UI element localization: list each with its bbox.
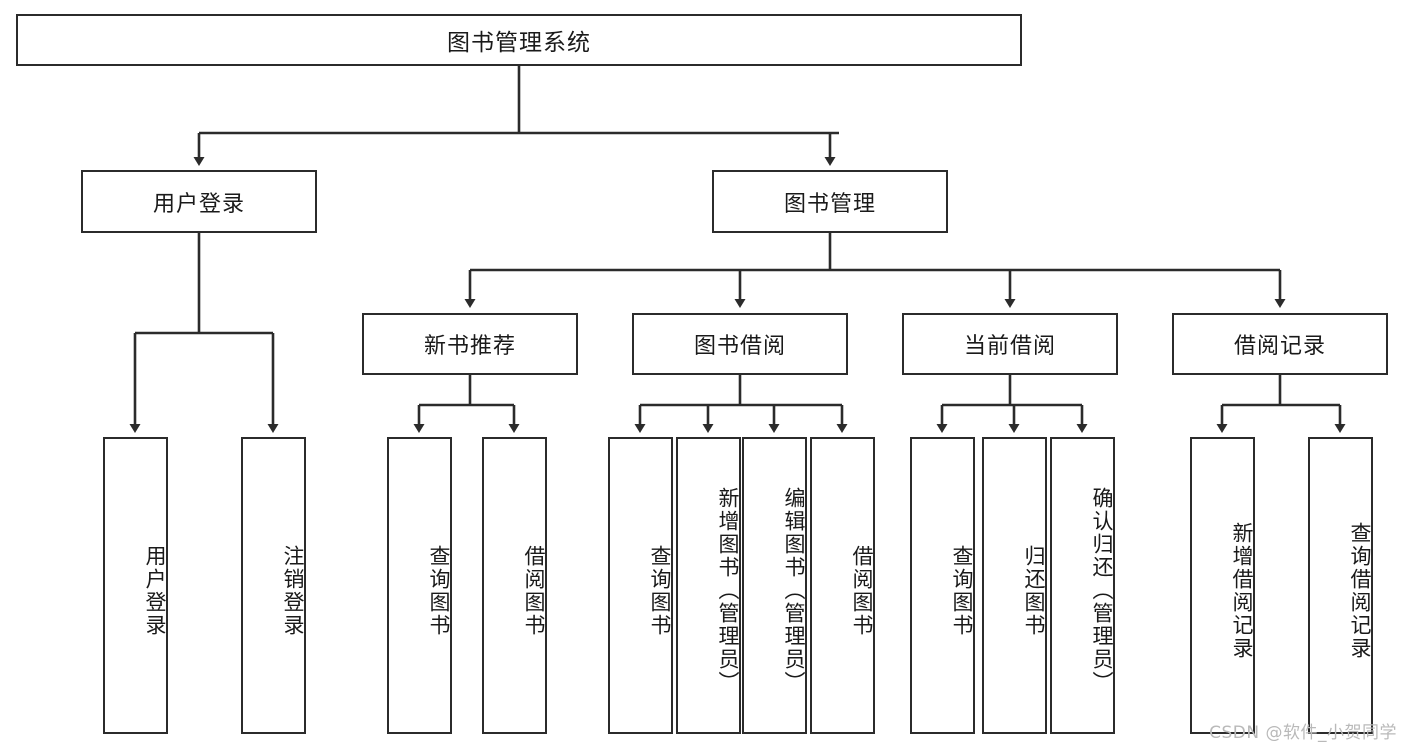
leaf-query-books-current[interactable]: 查询图书	[910, 437, 975, 734]
node-label: 查询图书	[950, 544, 974, 637]
node-label: 用户登录	[152, 191, 245, 217]
node-label: 借阅图书	[850, 544, 874, 637]
watermark: CSDN @软件_小贺同学	[1209, 723, 1397, 743]
node-borrow-records[interactable]: 借阅记录	[1172, 313, 1388, 375]
node-label: 查询借阅记录	[1348, 521, 1372, 660]
leaf-edit-book-admin[interactable]: 编辑图书（管理员）	[742, 437, 807, 734]
node-label: 图书借阅	[693, 334, 786, 359]
node-book-management[interactable]: 图书管理	[712, 170, 948, 233]
node-root[interactable]: 图书管理系统	[16, 14, 1022, 66]
node-user-login[interactable]: 用户登录	[81, 170, 317, 233]
node-label: 编辑图书（管理员）	[782, 487, 806, 694]
node-label: 借阅记录	[1233, 334, 1326, 359]
leaf-query-books-recommend[interactable]: 查询图书	[387, 437, 452, 734]
leaf-logout[interactable]: 注销登录	[241, 437, 306, 734]
node-label: 查询图书	[648, 544, 672, 637]
node-label: 新增借阅记录	[1230, 521, 1254, 660]
leaf-confirm-return-admin[interactable]: 确认归还（管理员）	[1050, 437, 1115, 734]
node-label: 图书管理系统	[447, 30, 591, 56]
leaf-add-book-admin[interactable]: 新增图书（管理员）	[676, 437, 741, 734]
node-label: 当前借阅	[963, 334, 1056, 359]
node-label: 确认归还（管理员）	[1090, 487, 1114, 694]
node-current-borrow[interactable]: 当前借阅	[902, 313, 1118, 375]
node-label: 借阅图书	[522, 544, 546, 637]
node-label: 归还图书	[1022, 544, 1046, 637]
node-label: 查询图书	[427, 544, 451, 637]
leaf-add-borrow-record[interactable]: 新增借阅记录	[1190, 437, 1255, 734]
node-label: 注销登录	[281, 544, 305, 637]
leaf-query-borrow-record[interactable]: 查询借阅记录	[1308, 437, 1373, 734]
leaf-borrow-book[interactable]: 借阅图书	[810, 437, 875, 734]
leaf-query-books-borrow[interactable]: 查询图书	[608, 437, 673, 734]
node-new-book-recommend[interactable]: 新书推荐	[362, 313, 578, 375]
leaf-return-book[interactable]: 归还图书	[982, 437, 1047, 734]
node-label: 新书推荐	[423, 334, 516, 359]
leaf-user-login[interactable]: 用户登录	[103, 437, 168, 734]
node-label: 新增图书（管理员）	[716, 487, 740, 694]
node-label: 图书管理	[783, 191, 876, 217]
leaf-borrow-books-recommend[interactable]: 借阅图书	[482, 437, 547, 734]
node-label: 用户登录	[143, 544, 167, 637]
node-book-borrow[interactable]: 图书借阅	[632, 313, 848, 375]
